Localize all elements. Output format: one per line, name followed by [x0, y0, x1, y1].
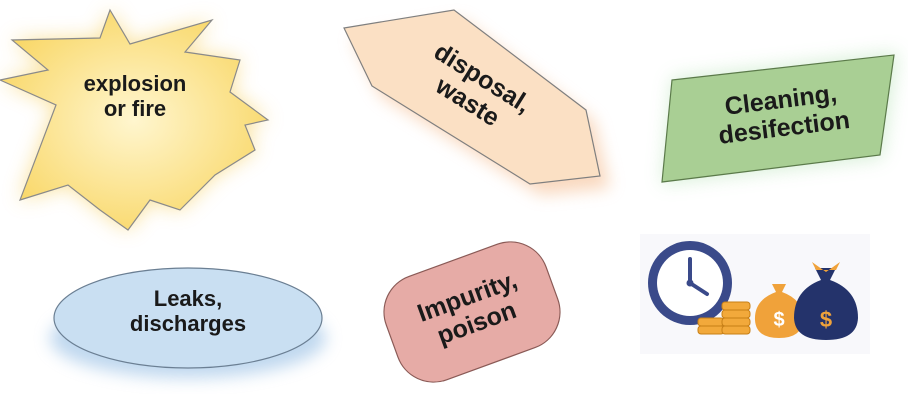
clock-and-money-bags-icon: $ $ — [640, 234, 870, 354]
leaks-label: Leaks, discharges — [100, 287, 276, 336]
svg-text:$: $ — [773, 309, 784, 331]
explosion-label: explosion or fire — [70, 72, 200, 121]
svg-text:$: $ — [820, 307, 832, 332]
